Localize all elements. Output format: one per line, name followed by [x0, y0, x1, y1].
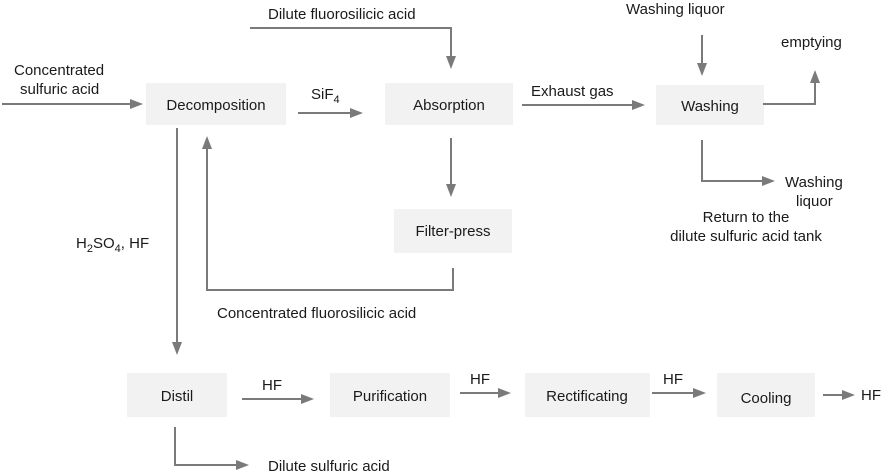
arrow-washing-liquor-in-head	[697, 63, 707, 76]
label-h2so4-sub2: 2	[87, 243, 93, 255]
arrow-hf-4-head	[842, 390, 855, 400]
arrow-dilute-fluoro-head	[446, 56, 456, 69]
arrow-washing-liquor-out-head	[762, 176, 775, 186]
arrow-hf-2-head	[498, 388, 511, 398]
label-dilute-sulfuric-acid: Dilute sulfuric acid	[268, 458, 390, 475]
box-distil-label: Distil	[161, 388, 194, 405]
arrow-dilute-fluoro-line	[250, 27, 452, 57]
box-rectificating-bg	[525, 373, 650, 417]
arrow-sif4-head	[350, 108, 363, 118]
box-filter-press-bg	[394, 209, 512, 253]
box-decomposition-bg	[146, 83, 286, 125]
label-h2so4-h: H	[76, 235, 87, 252]
arrow-to-filter-head	[446, 184, 456, 197]
box-purification-bg	[330, 373, 450, 417]
box-washing: Washing	[656, 85, 764, 125]
box-absorption: Absorption	[385, 83, 513, 125]
box-distil: Distil	[127, 373, 227, 417]
label-return-line1: Return to the	[703, 209, 790, 226]
box-distil-bg	[127, 373, 227, 417]
label-hf-3: HF	[663, 371, 683, 388]
label-concentrated-sulfuric-line1: Concentrated	[14, 62, 104, 79]
box-purification: Purification	[330, 373, 450, 417]
arrow-exhaust-head	[632, 100, 645, 110]
box-decomposition: Decomposition	[146, 83, 286, 125]
arrow-emptying-head	[810, 70, 820, 83]
box-filter-press-label: Filter-press	[415, 223, 490, 240]
label-h2so4-so: SO	[93, 235, 115, 252]
labels: Dilute fluorosilicic acid Washing liquor…	[14, 1, 881, 475]
arrow-conc-fluoro-return-head	[202, 136, 212, 149]
box-rectificating: Rectificating	[525, 373, 650, 417]
label-concentrated-fluorosilicic-acid: Concentrated fluorosilicic acid	[217, 305, 416, 322]
box-absorption-bg	[385, 83, 513, 125]
label-exhaust-gas: Exhaust gas	[531, 83, 614, 100]
label-sif4-sub: 4	[334, 94, 340, 106]
label-hf-1: HF	[262, 377, 282, 394]
box-purification-label: Purification	[353, 388, 427, 405]
arrow-washing-liquor-out-line	[701, 140, 763, 182]
arrow-hf-3-head	[693, 388, 706, 398]
box-washing-label: Washing	[681, 98, 739, 115]
box-rectificating-label: Rectificating	[546, 388, 628, 405]
label-return-line2: dilute sulfuric acid tank	[670, 228, 822, 245]
box-cooling-bg	[717, 373, 815, 417]
connectors	[2, 27, 855, 470]
label-washing-liquor-out-line1: Washing	[785, 174, 843, 191]
arrow-emptying-line	[763, 82, 816, 105]
label-washing-liquor-top: Washing liquor	[626, 1, 725, 18]
label-hf-4: HF	[861, 387, 881, 404]
box-washing-bg	[656, 85, 764, 125]
arrow-dilute-sulfuric-out-head	[236, 460, 249, 470]
label-concentrated-sulfuric-line2: sulfuric acid	[20, 81, 99, 98]
box-decomposition-label: Decomposition	[166, 97, 265, 114]
box-absorption-label: Absorption	[413, 97, 485, 114]
box-cooling: Cooling	[717, 373, 815, 417]
arrow-to-distil-head	[172, 342, 182, 355]
label-h2so4-rest: , HF	[121, 235, 149, 252]
label-sif4: SiF4	[311, 86, 340, 106]
label-hf-2: HF	[470, 371, 490, 388]
arrow-sulfuric-in-head	[130, 99, 143, 109]
label-washing-liquor-out-line2: liquor	[796, 193, 833, 210]
label-sif4-base: SiF	[311, 86, 334, 103]
label-h2so4-hf: H2SO4, HF	[76, 235, 149, 255]
arrow-dilute-sulfuric-out-line	[174, 427, 237, 466]
arrow-hf-1-head	[301, 394, 314, 404]
label-dilute-fluorosilicic-acid: Dilute fluorosilicic acid	[268, 6, 416, 23]
arrow-conc-fluoro-return-line	[206, 148, 454, 291]
box-cooling-label: Cooling	[741, 390, 792, 407]
box-filter-press: Filter-press	[394, 209, 512, 253]
label-emptying: emptying	[781, 34, 842, 51]
label-h2so4-sub4: 4	[115, 243, 121, 255]
